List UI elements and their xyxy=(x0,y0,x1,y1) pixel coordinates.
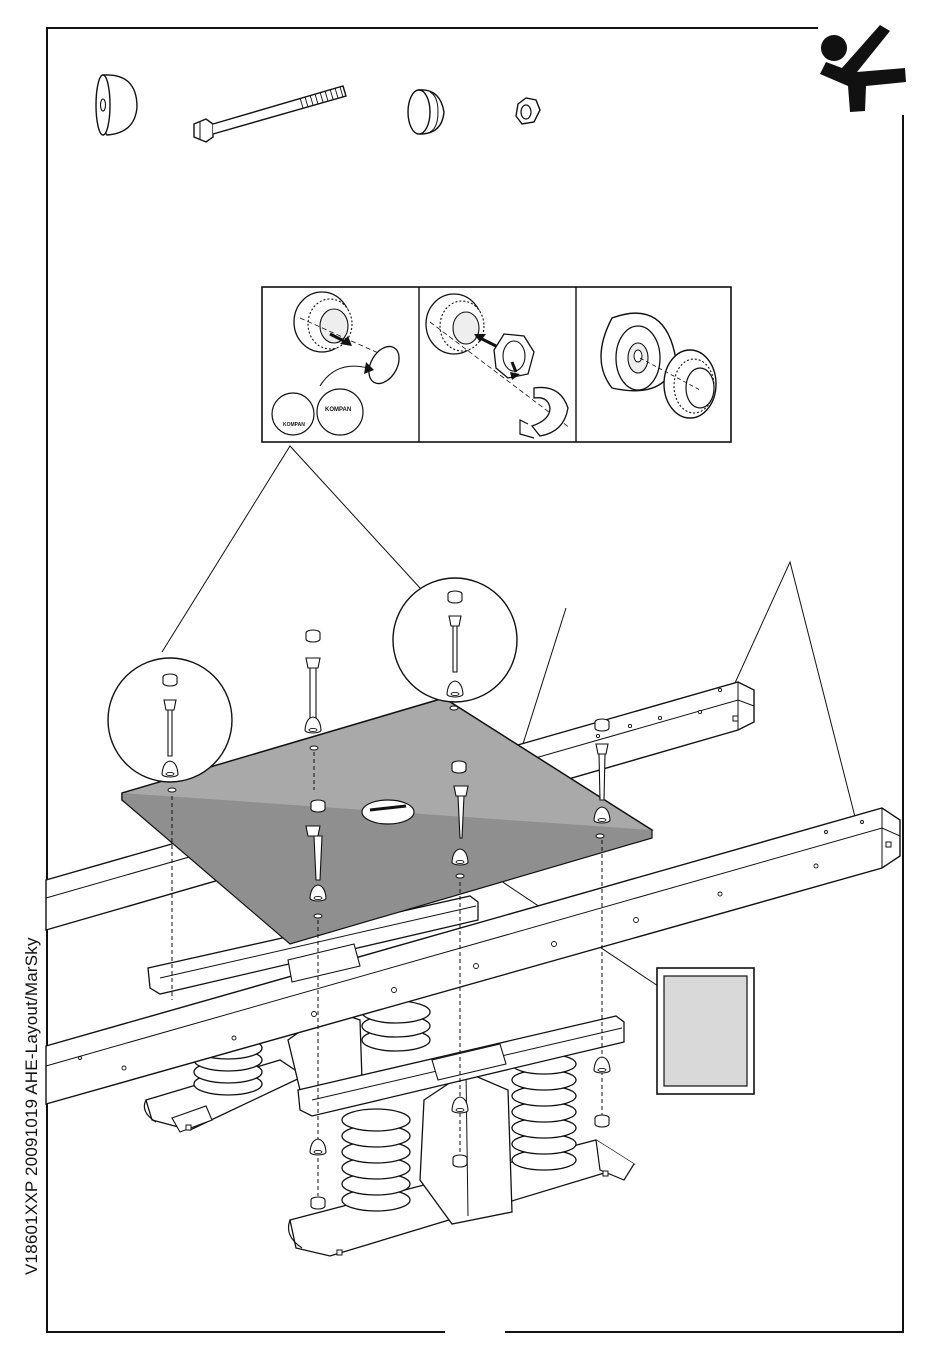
kompan-figure-logo xyxy=(820,25,906,112)
label-card xyxy=(657,968,754,1094)
nut-icon xyxy=(516,98,540,124)
zoom-circle-left xyxy=(108,658,232,782)
spacer-cone-icon xyxy=(96,75,137,135)
cap-logo-text-left: KOMPAN xyxy=(283,422,305,428)
zoom-circle-right xyxy=(393,578,517,702)
plate-logo-disc xyxy=(362,800,414,824)
detail-panels: KOMPAN KOMPAN xyxy=(262,287,731,442)
cap-icon xyxy=(408,90,444,134)
document-code: V18601XXP 20091019 AHE-Layout/MarSky xyxy=(22,937,42,1275)
cap-logo-text-right: KOMPAN xyxy=(325,407,351,413)
bolt-icon xyxy=(194,86,346,142)
